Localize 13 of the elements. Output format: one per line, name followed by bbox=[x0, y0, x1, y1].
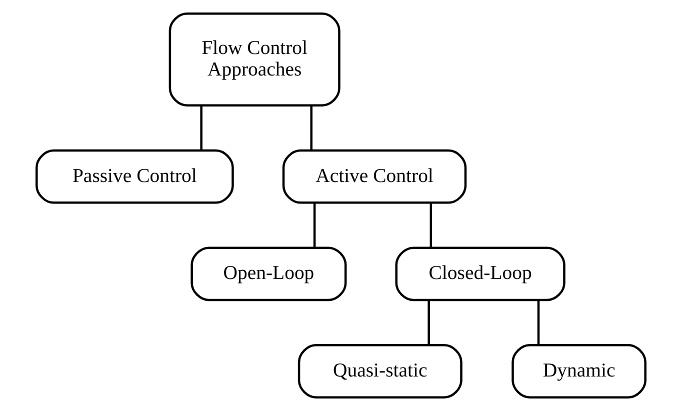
node-box: Open-Loop bbox=[190, 246, 346, 302]
node-box: Quasi-static bbox=[297, 344, 462, 398]
connector bbox=[536, 300, 540, 345]
connector bbox=[429, 203, 432, 248]
node-box: Closed-Loop bbox=[394, 246, 565, 302]
connector bbox=[312, 203, 316, 248]
connector bbox=[200, 106, 202, 150]
node-box: Flow Control Approaches bbox=[168, 12, 340, 106]
connector bbox=[310, 106, 312, 150]
connector bbox=[427, 300, 430, 345]
node-box: Active Control bbox=[282, 149, 466, 204]
node-box: Dynamic bbox=[511, 344, 646, 398]
node-box: Passive Control bbox=[35, 149, 234, 204]
